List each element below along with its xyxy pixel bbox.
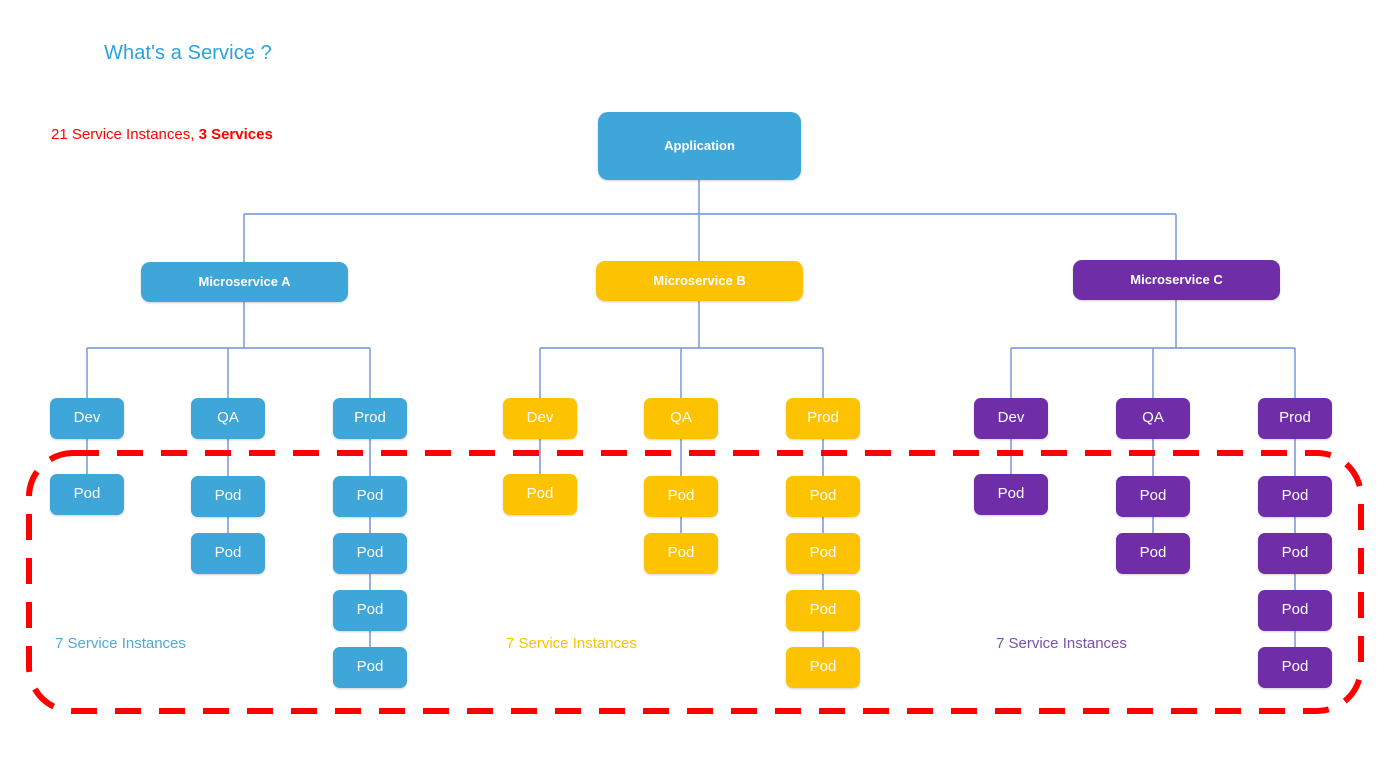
node-c-prod-pod-4[interactable]: Pod (1258, 647, 1332, 688)
node-b-dev-pod-1[interactable]: Pod (503, 474, 577, 515)
service-count-plain: 21 Service Instances, (51, 126, 199, 143)
node-a-qa-pod-2[interactable]: Pod (191, 533, 265, 574)
node-c-env-qa[interactable]: QA (1116, 398, 1190, 439)
node-b-prod-pod-1[interactable]: Pod (786, 476, 860, 517)
node-c-prod-pod-2[interactable]: Pod (1258, 533, 1332, 574)
node-c-env-dev[interactable]: Dev (974, 398, 1048, 439)
node-a-env-prod[interactable]: Prod (333, 398, 407, 439)
service-count-strong: 3 Services (198, 126, 273, 143)
node-application[interactable]: Application (598, 112, 801, 180)
node-b-prod-pod-2[interactable]: Pod (786, 533, 860, 574)
node-a-prod-pod-1[interactable]: Pod (333, 476, 407, 517)
node-c-qa-pod-2[interactable]: Pod (1116, 533, 1190, 574)
node-c-prod-pod-3[interactable]: Pod (1258, 590, 1332, 631)
node-b-qa-pod-1[interactable]: Pod (644, 476, 718, 517)
node-b-prod-pod-4[interactable]: Pod (786, 647, 860, 688)
label-a-service-instances: 7 Service Instances (55, 635, 186, 652)
node-c-qa-pod-1[interactable]: Pod (1116, 476, 1190, 517)
page-title: What's a Service ? (104, 42, 272, 64)
node-a-dev-pod-1[interactable]: Pod (50, 474, 124, 515)
node-a-env-qa[interactable]: QA (191, 398, 265, 439)
node-c-env-prod[interactable]: Prod (1258, 398, 1332, 439)
node-c-prod-pod-1[interactable]: Pod (1258, 476, 1332, 517)
node-a-prod-pod-3[interactable]: Pod (333, 590, 407, 631)
node-c-dev-pod-1[interactable]: Pod (974, 474, 1048, 515)
node-b-env-dev[interactable]: Dev (503, 398, 577, 439)
service-count-note: 21 Service Instances, 3 Services (51, 126, 273, 143)
node-b-prod-pod-3[interactable]: Pod (786, 590, 860, 631)
node-b-qa-pod-2[interactable]: Pod (644, 533, 718, 574)
node-b-env-qa[interactable]: QA (644, 398, 718, 439)
label-c-service-instances: 7 Service Instances (996, 635, 1127, 652)
node-a-prod-pod-4[interactable]: Pod (333, 647, 407, 688)
label-b-service-instances: 7 Service Instances (506, 635, 637, 652)
node-a-env-dev[interactable]: Dev (50, 398, 124, 439)
node-a-prod-pod-2[interactable]: Pod (333, 533, 407, 574)
node-microservice-c[interactable]: Microservice C (1073, 260, 1280, 300)
node-b-env-prod[interactable]: Prod (786, 398, 860, 439)
node-a-qa-pod-1[interactable]: Pod (191, 476, 265, 517)
node-microservice-a[interactable]: Microservice A (141, 262, 348, 302)
node-microservice-b[interactable]: Microservice B (596, 261, 803, 301)
